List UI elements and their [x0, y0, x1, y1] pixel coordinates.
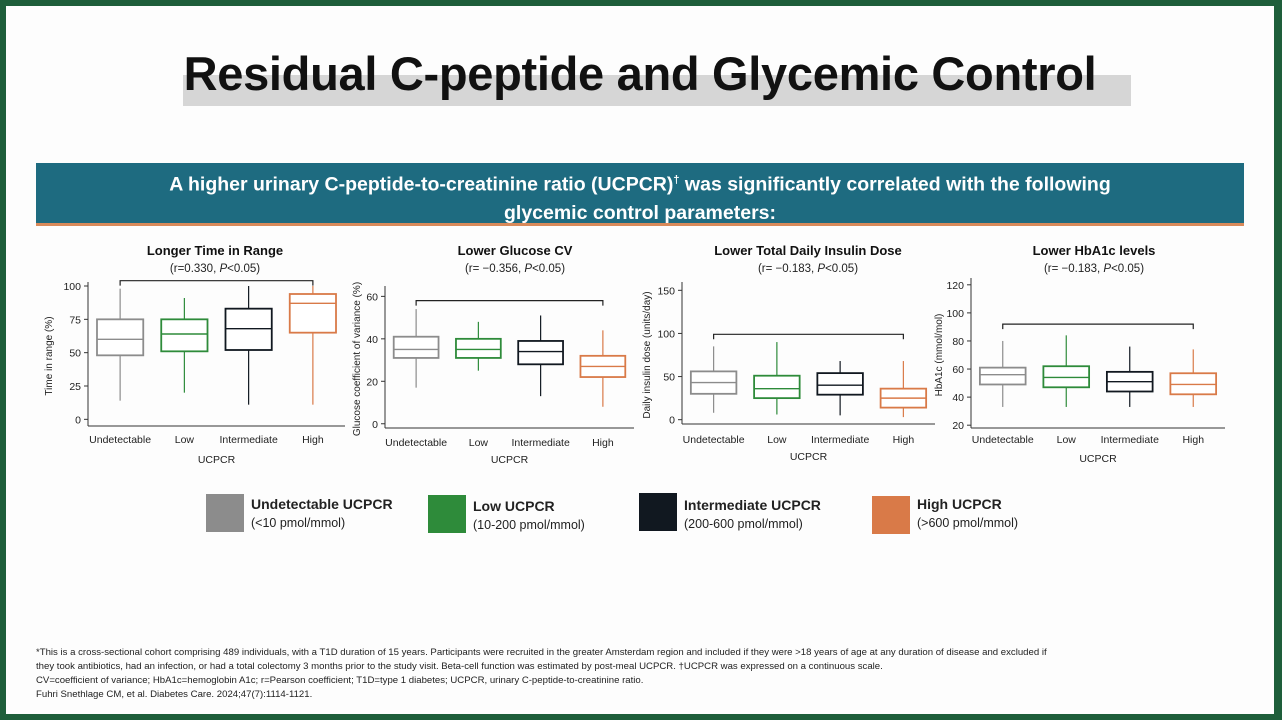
panel-stat: (r= −0.183, P<0.05): [758, 263, 858, 275]
footnote-line-3: CV=coefficient of variance; HbA1c=hemogl…: [36, 675, 644, 686]
box-intermediate: [517, 340, 564, 366]
y-tick-label: 20: [952, 420, 964, 432]
legend-range-intermediate: (200-600 pmol/mmol): [684, 517, 803, 531]
x-tick-label: Low: [175, 434, 195, 446]
legend-label-low: Low UCPCR: [473, 498, 555, 514]
footnote-line-1: *This is a cross-sectional cohort compri…: [36, 647, 1047, 658]
box-undetectable: [392, 335, 440, 359]
y-tick-label: 60: [952, 364, 964, 376]
panel-title: Lower HbA1c levels: [1033, 243, 1156, 258]
title-underline-bar: [183, 75, 1131, 106]
banner-text-1a: A higher urinary C-peptide-to-creatinine…: [169, 173, 674, 196]
x-axis-label: UCPCR: [491, 454, 529, 466]
legend-range-undetectable: (<10 pmol/mmol): [251, 516, 346, 530]
x-tick-label: Low: [1057, 434, 1077, 446]
legend-swatch-intermediate: [639, 493, 677, 531]
y-axis-label: Glucose coefficient of variance (%): [352, 282, 363, 436]
y-tick-label: 50: [69, 348, 81, 360]
x-tick-label: Low: [767, 434, 787, 446]
x-tick-label: High: [592, 437, 614, 449]
x-axis-label: UCPCR: [1079, 453, 1117, 465]
banner-text-1b: was significantly correlated with the fo…: [679, 173, 1111, 196]
y-tick-label: 0: [75, 414, 81, 426]
y-tick-label: 40: [952, 392, 964, 404]
footnote-line-4: Fuhri Snethlage CM, et al. Diabetes Care…: [36, 689, 313, 700]
box-high: [1169, 372, 1218, 396]
y-tick-label: 20: [366, 376, 378, 388]
x-tick-label: Intermediate: [1101, 434, 1160, 446]
significance-bracket: [119, 280, 314, 286]
y-axis-label: HbA1c (mmol/mol): [934, 314, 945, 397]
legend-swatch-low: [428, 495, 466, 533]
x-tick-label: High: [893, 434, 915, 446]
x-tick-label: High: [302, 434, 324, 446]
y-tick-label: 150: [657, 285, 675, 297]
significance-bracket: [415, 300, 604, 306]
x-axis-label: UCPCR: [198, 454, 236, 466]
x-tick-label: Undetectable: [683, 434, 745, 446]
box-low: [1042, 365, 1091, 389]
y-tick-label: 80: [952, 336, 964, 348]
footnote-line-2: they took antibiotics, had an infection,…: [36, 661, 883, 672]
y-tick-label: 100: [63, 281, 81, 293]
box-intermediate: [816, 372, 864, 396]
y-tick-label: 50: [663, 372, 675, 384]
box-undetectable: [978, 366, 1027, 386]
y-tick-label: 0: [372, 419, 378, 431]
panel-stat: (r= −0.356, P<0.05): [465, 263, 565, 275]
x-axis-label: UCPCR: [790, 451, 828, 463]
banner-line-1: A higher urinary C-peptide-to-creatinine…: [36, 166, 1244, 199]
x-tick-label: Undetectable: [385, 437, 447, 449]
y-axis-label: Time in range (%): [44, 316, 55, 395]
legend-label-undetectable: Undetectable UCPCR: [251, 496, 393, 512]
x-tick-label: Intermediate: [511, 437, 570, 449]
box-low: [753, 374, 801, 400]
panel-title: Lower Total Daily Insulin Dose: [714, 243, 902, 258]
panel-stat: (r=0.330, P<0.05): [170, 263, 260, 275]
banner-dagger: †: [673, 174, 680, 186]
y-tick-label: 120: [946, 280, 964, 292]
x-tick-label: Intermediate: [219, 434, 278, 446]
page-title: Residual C-peptide and Glycemic Control: [183, 47, 1097, 100]
significance-bracket: [713, 333, 904, 340]
x-tick-label: Low: [469, 437, 489, 449]
slide: Residual C-peptide and Glycemic Control …: [6, 6, 1274, 714]
y-tick-label: 75: [69, 314, 81, 326]
footnote: *This is a cross-sectional cohort compri…: [36, 646, 1236, 702]
panel-stat: (r= −0.183, P<0.05): [1044, 263, 1144, 275]
x-tick-label: High: [1182, 434, 1204, 446]
legend-label-intermediate: Intermediate UCPCR: [684, 497, 821, 513]
finding-banner: A higher urinary C-peptide-to-creatinine…: [36, 163, 1244, 226]
legend-swatch-undetectable: [206, 494, 244, 532]
box-undetectable: [96, 318, 145, 357]
banner-line-2: glycemic control parameters:: [503, 201, 777, 224]
box-low: [455, 337, 502, 359]
panel-title: Lower Glucose CV: [458, 243, 573, 258]
y-tick-label: 100: [657, 328, 675, 340]
box-low: [160, 318, 209, 353]
legend-range-high: (>600 pmol/mmol): [917, 516, 1019, 530]
x-tick-label: Undetectable: [89, 434, 151, 446]
y-tick-label: 0: [669, 415, 675, 427]
y-tick-label: 100: [946, 308, 964, 320]
significance-bracket: [1002, 323, 1194, 330]
y-tick-label: 25: [69, 381, 81, 393]
legend-range-low: (10-200 pmol/mmol): [473, 518, 585, 532]
x-tick-label: Intermediate: [811, 434, 870, 446]
y-tick-label: 60: [366, 291, 378, 303]
panel-title: Longer Time in Range: [147, 243, 283, 258]
legend-swatch-high: [872, 496, 910, 534]
y-tick-label: 40: [366, 334, 378, 346]
x-tick-label: Undetectable: [972, 434, 1034, 446]
legend-label-high: High UCPCR: [917, 496, 1002, 512]
box-high: [288, 293, 337, 334]
y-axis-label: Daily insulin dose (units/day): [642, 291, 653, 418]
